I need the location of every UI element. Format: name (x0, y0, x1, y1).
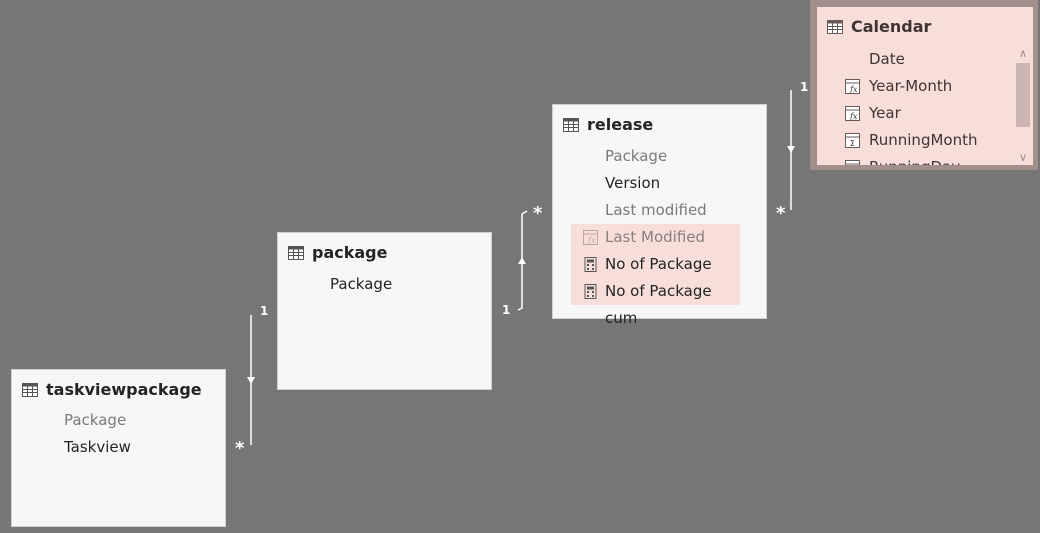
filter-arrow-down-icon (247, 377, 255, 384)
field-row-calculated-column[interactable]: fx Year-Month (817, 73, 1013, 100)
table-icon (827, 19, 843, 34)
calculator-icon (584, 257, 597, 272)
field-row[interactable]: Last modified (553, 197, 766, 224)
vertical-scrollbar[interactable]: ∧ ∨ (1013, 45, 1033, 165)
cardinality-many: * (776, 203, 786, 224)
filter-arrow-down-icon (787, 146, 795, 153)
table-header[interactable]: package (288, 243, 387, 262)
calculated-column-icon (845, 160, 860, 165)
field-label: Year (869, 104, 901, 122)
field-label: RunningDay (869, 154, 960, 165)
field-label: No of Package cum (605, 282, 712, 327)
field-row[interactable]: Taskview (12, 434, 225, 461)
field-row-calculated-column[interactable]: fx Last Modified Date (571, 224, 740, 273)
field-label: Last modified (605, 201, 707, 219)
field-label: Package (605, 147, 668, 165)
svg-text:fx: fx (849, 85, 858, 94)
calculator-icon (584, 284, 597, 299)
table-card-package[interactable]: package Package (277, 232, 492, 390)
table-icon (288, 245, 304, 260)
table-header[interactable]: Calendar (827, 17, 931, 36)
field-row-calculated-column[interactable]: Σ RunningMonth (817, 127, 1013, 154)
filter-arrow-up-icon (518, 257, 526, 264)
sigma-column-icon: Σ (845, 133, 860, 148)
field-row-calculated-column[interactable]: fx Year (817, 100, 1013, 127)
cardinality-one: 1 (502, 303, 511, 317)
field-label: No of Package (605, 255, 712, 273)
table-card-release[interactable]: release Package Version Last modified fx… (552, 104, 767, 327)
table-title: release (587, 115, 654, 134)
table-card-calendar[interactable]: Calendar Date fx Year-Month fx Year (810, 0, 1038, 170)
cardinality-one: 1 (800, 80, 809, 94)
table-header[interactable]: release (563, 115, 653, 134)
table-header[interactable]: taskviewpackage (22, 380, 202, 399)
table-title: package (312, 243, 388, 262)
table-title: Calendar (851, 17, 932, 36)
field-label: Year-Month (869, 77, 953, 95)
field-row-measure[interactable]: No of Package (571, 251, 740, 278)
chevron-down-icon[interactable]: ∨ (1018, 151, 1028, 164)
field-label: Version (605, 174, 661, 192)
field-row[interactable]: Version (553, 170, 766, 197)
calculated-column-icon: fx (583, 230, 598, 245)
cardinality-one: 1 (260, 304, 269, 318)
svg-text:Σ: Σ (850, 139, 855, 148)
field-label: Package (330, 275, 393, 293)
field-label: Package (64, 411, 127, 429)
calculated-column-icon: fx (845, 79, 860, 94)
svg-text:fx: fx (849, 112, 858, 121)
cardinality-many: * (235, 438, 245, 459)
table-icon (563, 117, 579, 132)
field-label: Date (869, 50, 905, 68)
calculated-column-icon: fx (845, 106, 860, 121)
scrollbar-thumb[interactable] (1016, 63, 1030, 127)
field-row-measure[interactable]: No of Package cum (571, 278, 740, 327)
field-label: Taskview (64, 438, 131, 456)
field-row-calculated-column[interactable]: RunningDay (817, 154, 1013, 165)
field-label: RunningMonth (869, 131, 978, 149)
table-title: taskviewpackage (46, 380, 202, 399)
field-row[interactable]: Package (553, 143, 766, 170)
svg-text:fx: fx (587, 236, 596, 245)
chevron-up-icon[interactable]: ∧ (1018, 47, 1028, 60)
field-row[interactable]: Date (817, 46, 1013, 73)
field-row[interactable]: Package (278, 271, 491, 298)
cardinality-many: * (533, 203, 543, 224)
table-icon (22, 382, 38, 397)
table-card-body[interactable]: Calendar Date fx Year-Month fx Year (817, 7, 1033, 165)
field-row[interactable]: Package (12, 407, 225, 434)
table-card-taskviewpackage[interactable]: taskviewpackage Package Taskview (11, 369, 226, 527)
